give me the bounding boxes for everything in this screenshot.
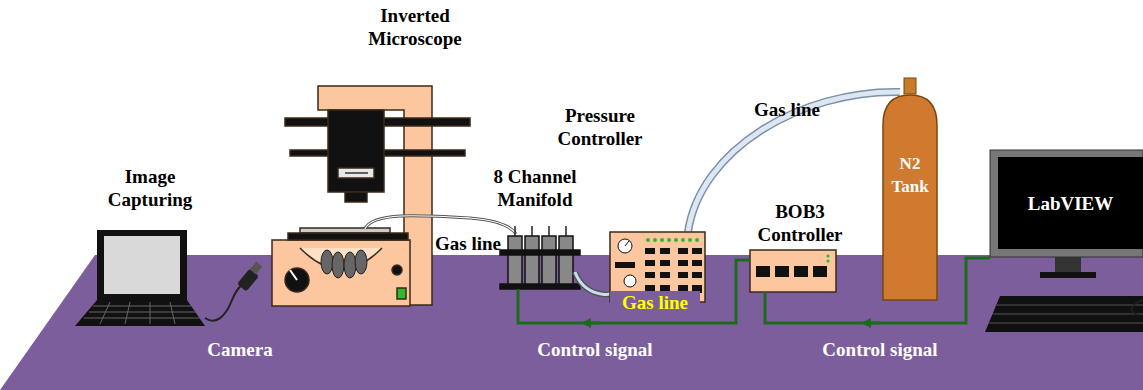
n2-tank: [883, 78, 937, 300]
device-label: Image Capturing: [95, 165, 205, 211]
control-signal-line: [518, 258, 990, 323]
node-text: LabVIEW: [1028, 192, 1114, 215]
device-label: 8 Channel Manifold: [480, 165, 590, 211]
device-label: BOB3 Controller: [745, 200, 855, 246]
signal-arrow: [586, 322, 600, 325]
gas-line: [365, 216, 516, 234]
monitor: [985, 150, 1143, 332]
laptop: [75, 230, 246, 326]
manifold: [500, 226, 580, 289]
camera: [237, 262, 262, 292]
screen-box: LabVIEW: [998, 157, 1143, 249]
device-label: Pressure Controller: [545, 104, 655, 150]
device-label: Gas line: [423, 232, 513, 255]
gas-line: [365, 216, 516, 234]
device-label: Gas line: [610, 291, 700, 314]
signal-arrow: [866, 322, 880, 325]
inverted-microscope: [272, 86, 470, 306]
tank-label-box: N2 Tank: [883, 130, 937, 220]
device-label: Control signal: [520, 338, 670, 361]
device-label: Gas line: [742, 98, 832, 121]
node-text: N2 Tank: [883, 152, 937, 198]
device-label: Control signal: [805, 338, 955, 361]
bob3-controller: [750, 250, 836, 292]
device-label: Inverted Microscope: [350, 4, 480, 50]
device-label: Camera: [195, 338, 285, 361]
